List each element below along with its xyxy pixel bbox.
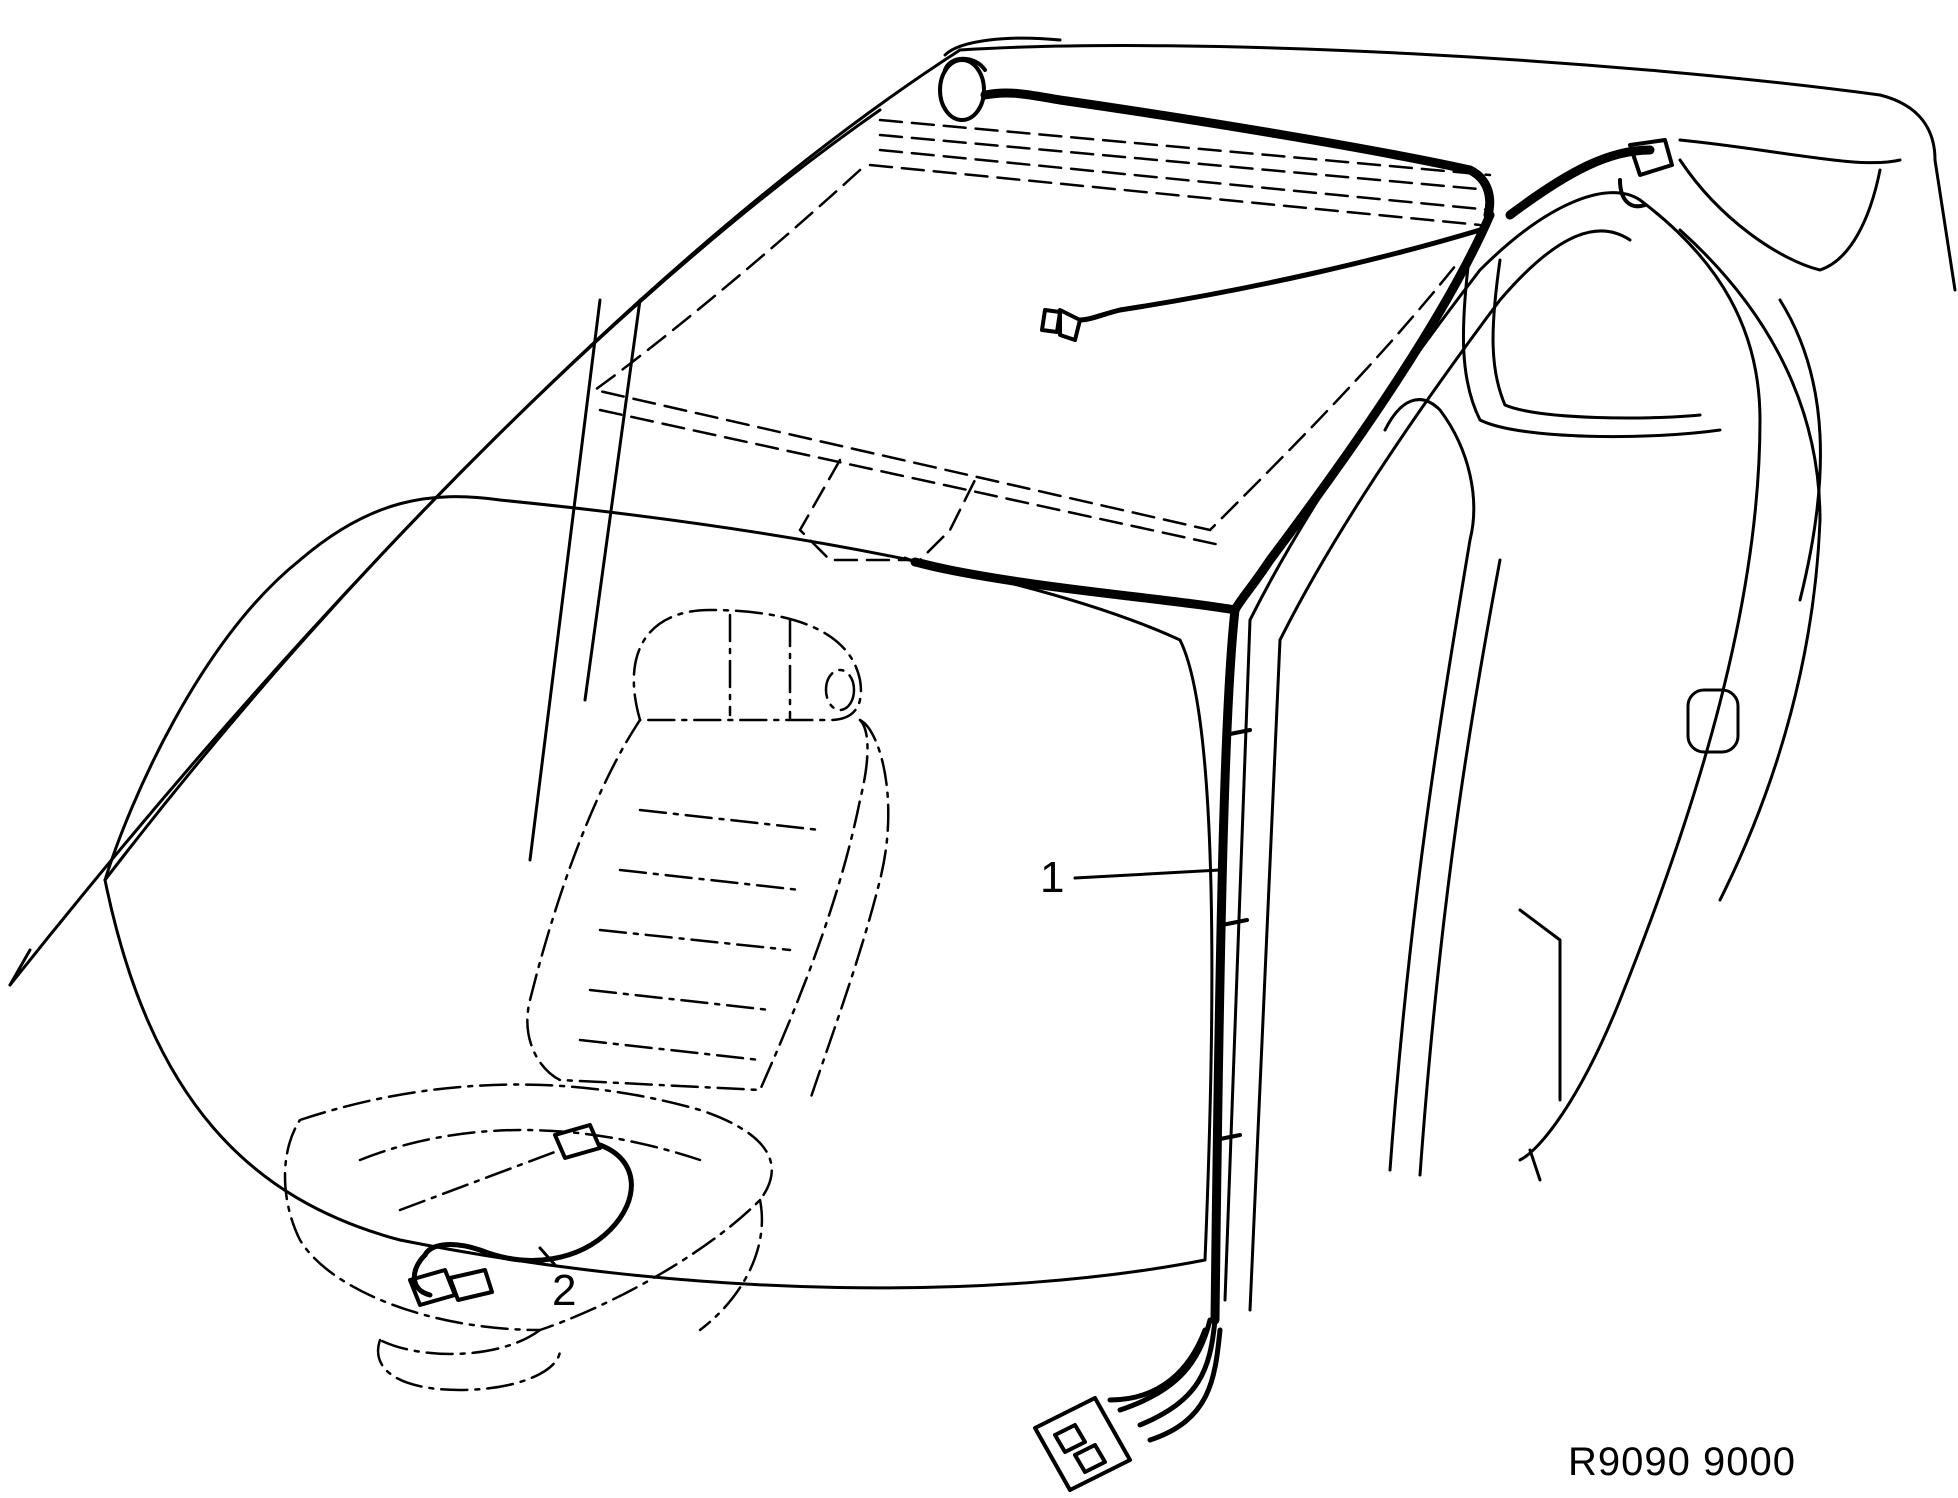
main-wiring-harness (903, 56, 1674, 1492)
callout-1-label: 1 (1040, 853, 1064, 902)
sunroof-outline (592, 118, 1492, 562)
car-body-outline (8, 36, 1957, 1312)
callout-2-label: 2 (552, 1266, 576, 1315)
floor-connector-icon (1033, 1396, 1132, 1492)
rear-clip-icon (1628, 138, 1674, 177)
door-handle-icon (1686, 688, 1740, 754)
figure-reference: R9090 9000 (1568, 1440, 1796, 1484)
seat-plug-top-icon (553, 1123, 602, 1160)
front-seat-outline (283, 608, 890, 1392)
seat-wiring-harness (408, 1123, 634, 1307)
sunroof-plug-icon (1058, 308, 1082, 342)
